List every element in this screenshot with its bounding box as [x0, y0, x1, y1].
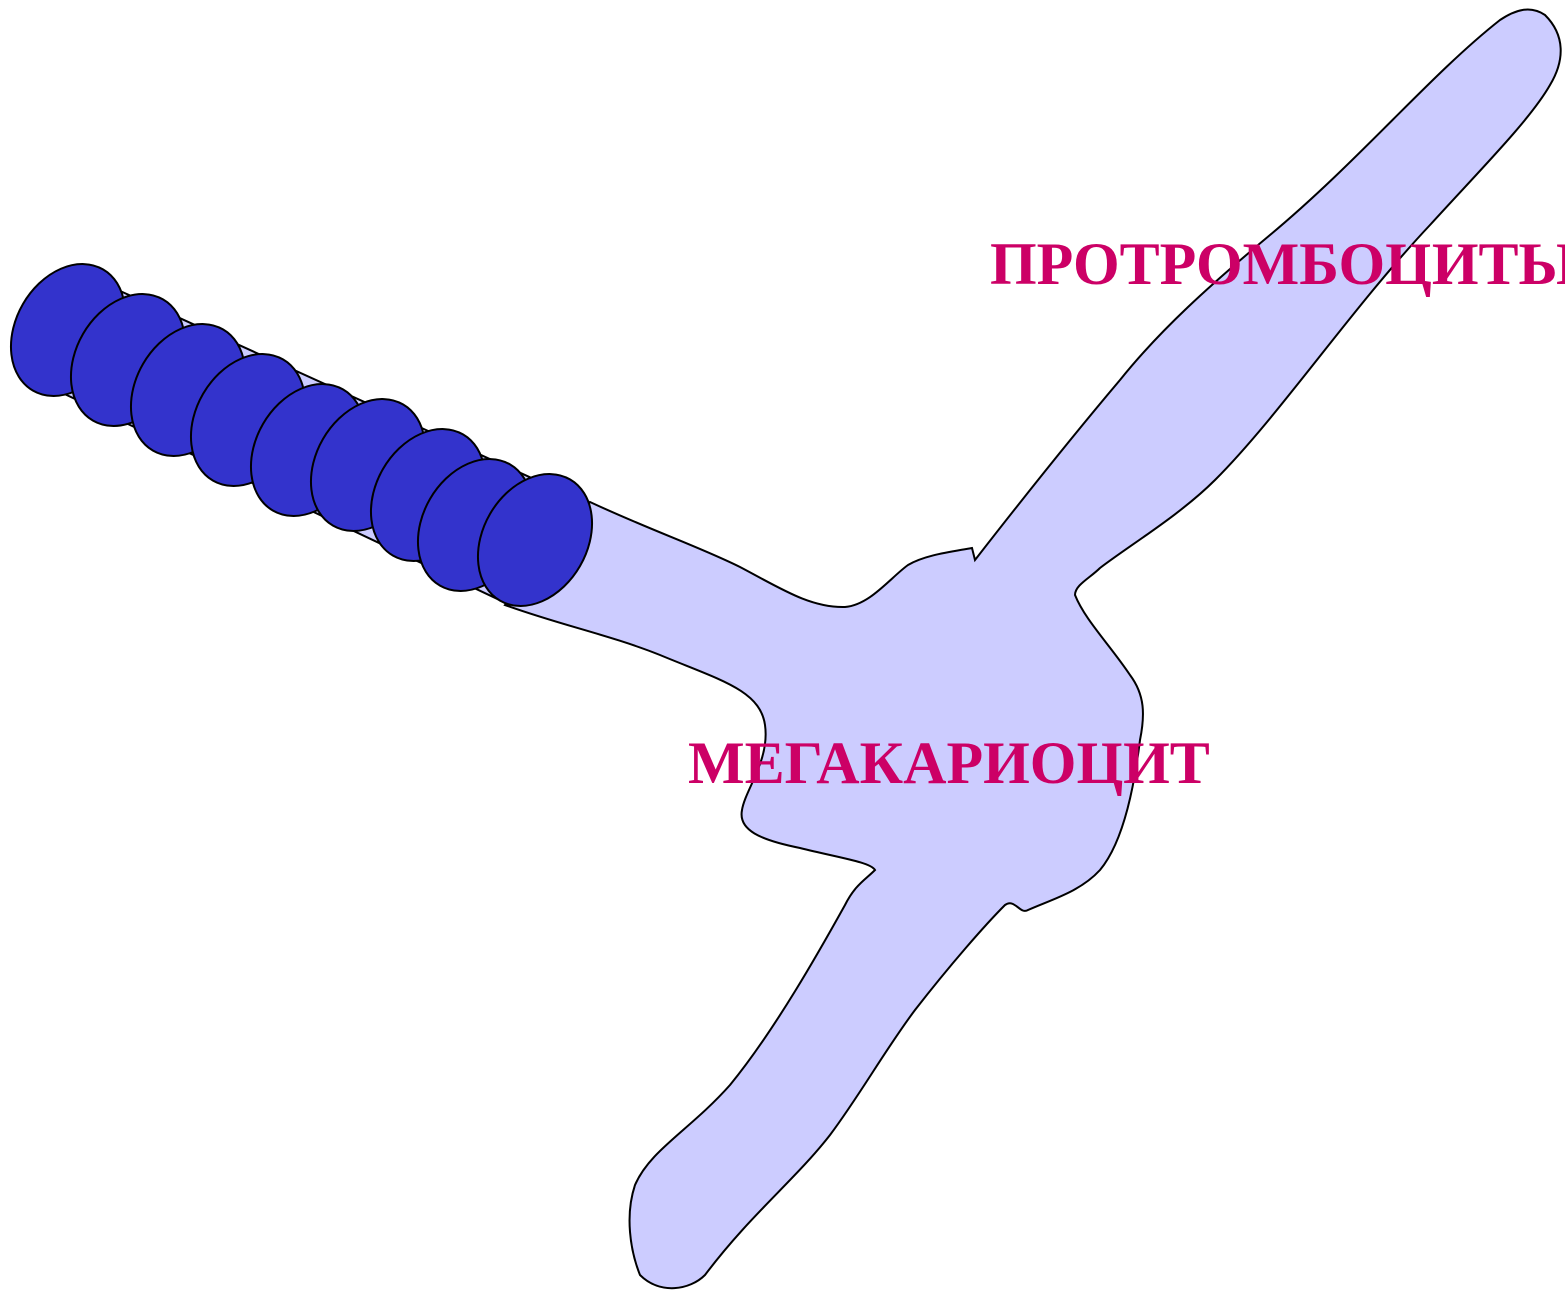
platelet-chain — [0, 243, 615, 626]
megakaryocyte-cell-body — [505, 10, 1561, 1289]
megakaryocyte-label: МЕГАКАРИОЦИТ — [688, 733, 1210, 793]
proplatelets-label: ПРОТРОМБОЦИТЫ — [990, 234, 1565, 294]
